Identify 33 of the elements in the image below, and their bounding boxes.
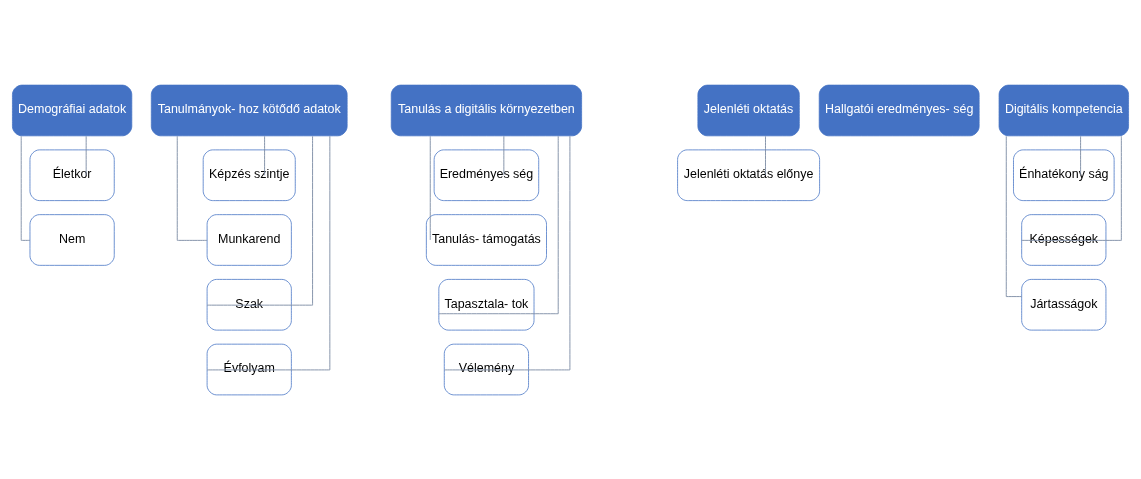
node-box: Képességek [1021, 213, 1107, 266]
node-box: Évfolyam [206, 343, 292, 395]
node-box: Hallgatói eredményes- ség [818, 84, 980, 136]
node-box: Digitális kompetencia [998, 84, 1129, 136]
connector [438, 135, 559, 314]
node-box: Jelenléti oktatás [697, 84, 800, 136]
connector [1021, 135, 1122, 241]
node-box: Jártasságok [1021, 278, 1107, 330]
connector [429, 135, 431, 240]
node-box: Tanulmányok- hoz kötődő adatok [150, 84, 348, 136]
connector [85, 135, 87, 176]
node-box: Énhatékony ság [1013, 149, 1115, 201]
connector [1080, 135, 1082, 176]
node-box: Eredményes ség [433, 149, 540, 201]
connector [206, 135, 314, 306]
connector [503, 135, 505, 176]
connector [765, 135, 766, 176]
connector [264, 135, 266, 176]
node-box: Tanulás- támogatás [425, 213, 547, 266]
node-box: Szak [206, 278, 292, 330]
node-box: Nem [29, 213, 115, 266]
connector [176, 135, 208, 241]
node-box: Képzés szintje [202, 149, 296, 201]
node-box: Tapasztala- tok [438, 278, 535, 330]
node-box: Jelenléti oktatás előnye [677, 149, 820, 201]
node-box: Tanulás a digitális környezetben [390, 84, 582, 136]
connector [20, 135, 31, 241]
connector [443, 135, 571, 370]
node-box: Demográfiai adatok [12, 84, 133, 136]
node-box: Munkarend [206, 213, 292, 266]
node-box: Életkor [29, 149, 115, 201]
connector [206, 135, 331, 370]
node-box: Vélemény [443, 343, 529, 395]
